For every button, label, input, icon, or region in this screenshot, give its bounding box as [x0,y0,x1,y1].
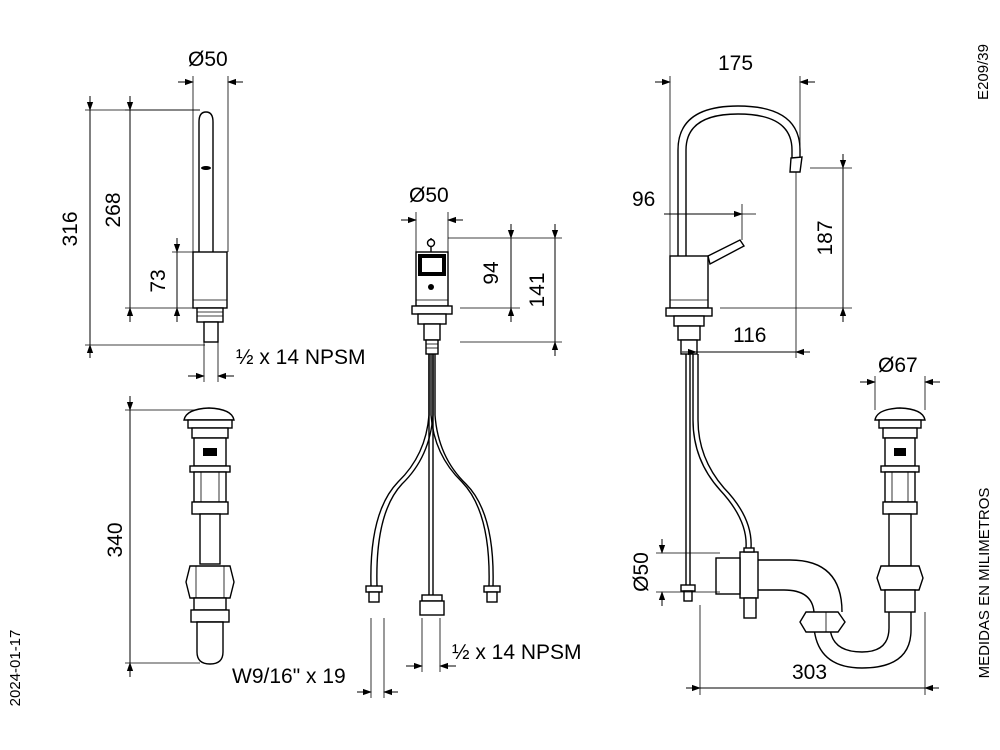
handle-thread-label: ½ x 14 NPSM [452,641,582,664]
drain-front-view [183,407,235,665]
side-dimensions [655,76,940,695]
spout-thread-label: ½ x 14 NPSM [236,346,366,369]
drain-dimensions [125,396,200,677]
drawing-code: E209/39 [975,44,992,100]
handle-94-label: 94 [480,261,503,285]
trap-pipe-diameter-label: Ø50 [630,552,653,592]
hose-thread-label: W9/16" x 19 [232,665,346,688]
handle-dimensions [357,212,562,698]
drawing-date: 2024-01-17 [7,630,24,707]
handle-diameter-label: Ø50 [409,184,449,207]
side-96-label: 96 [632,188,655,211]
spout-height-268-label: 268 [102,192,125,227]
trap-diameter-label: Ø67 [878,354,918,377]
spout-diameter-label: Ø50 [188,48,228,71]
spout-total-height-label: 316 [59,211,82,246]
units-note: MEDIDAS EN MILIMETROS [976,488,993,679]
spout-base-73-label: 73 [147,269,170,292]
drain-height-label: 340 [104,522,127,557]
side-187-label: 187 [814,220,837,255]
handle-141-label: 141 [526,272,549,307]
trap-view [715,407,926,669]
spout-front-view [192,111,228,343]
side-116-label: 116 [733,324,766,347]
side-reach-label: 175 [718,52,753,75]
trap-length-label: 303 [792,661,827,684]
handle-valve-view [365,238,501,616]
faucet-side-view [665,105,803,602]
spout-dimensions [85,76,243,382]
